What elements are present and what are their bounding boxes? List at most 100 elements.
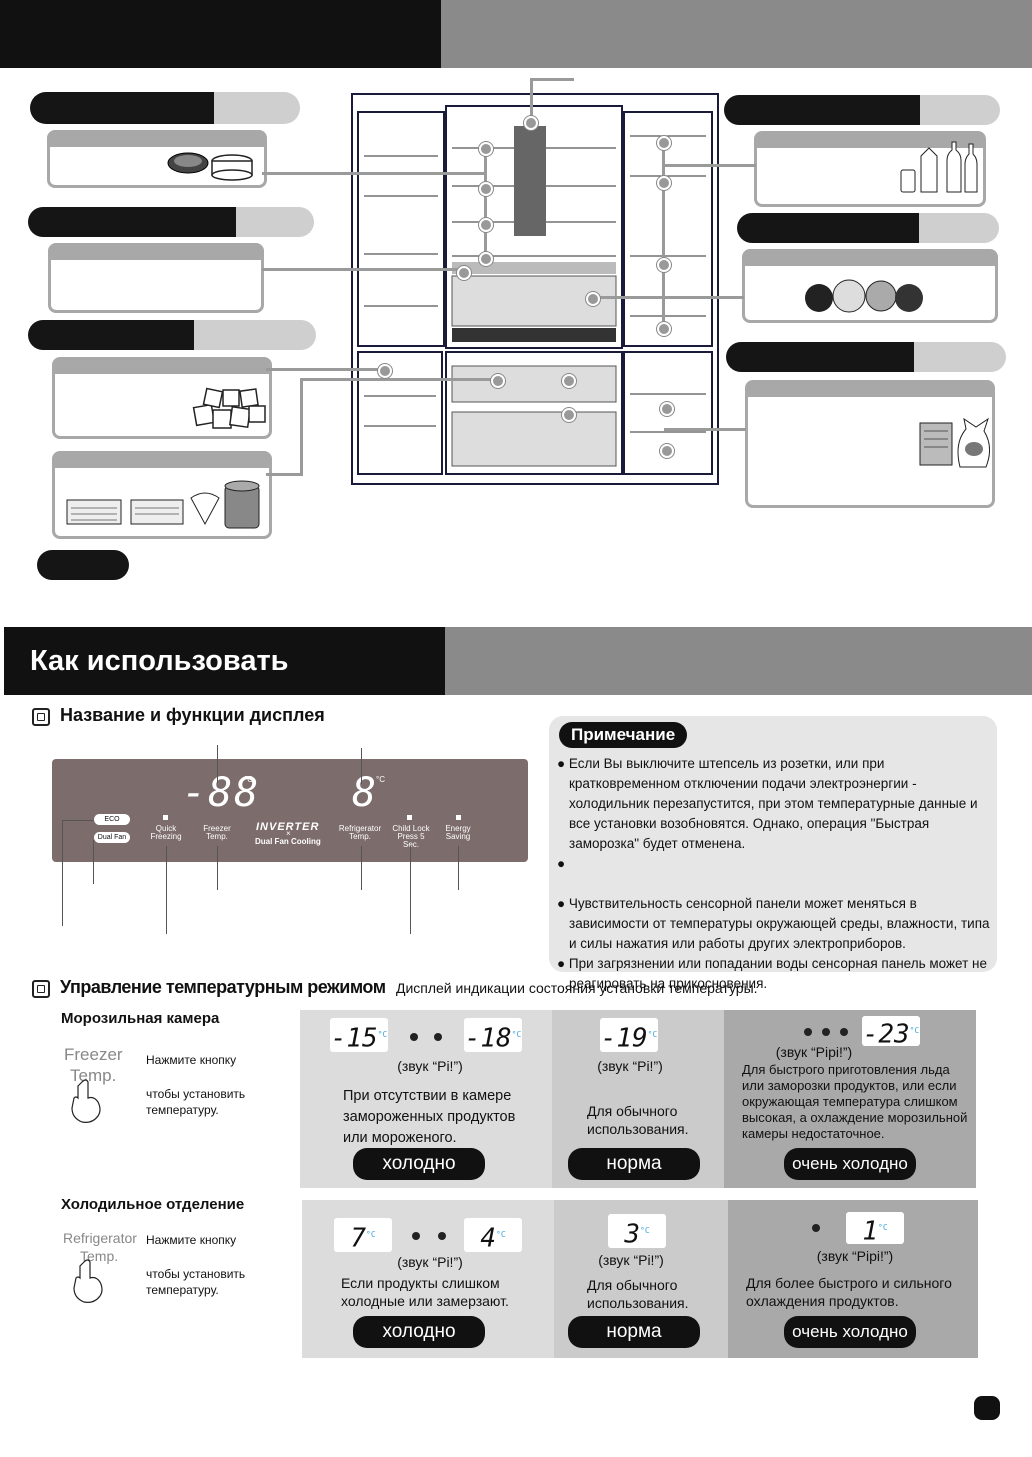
top-header-dark xyxy=(0,0,441,68)
marker-dot xyxy=(479,218,493,232)
marker-dot xyxy=(660,402,674,416)
callout-pill-3 xyxy=(28,320,316,350)
fridge-normal-sound: (звук “Pi!”) xyxy=(598,1252,664,1268)
fridge-title: Холодильное отделение xyxy=(61,1196,245,1213)
freezer-cold-mode: холодно xyxy=(353,1148,485,1180)
freezer-very-cold-cell: -23°C (звук “Pipi!”) Для быстрого пригот… xyxy=(724,1010,976,1188)
bottles-icon xyxy=(900,141,978,193)
marker-dot xyxy=(524,116,538,130)
step-dot xyxy=(438,1232,446,1240)
connector-line xyxy=(262,268,462,271)
callout-box-4 xyxy=(52,451,272,539)
pointer-line xyxy=(62,820,63,926)
fridge-temp-key-label2: Temp. xyxy=(80,1248,119,1264)
freezer-temp-button[interactable]: Freezer Temp. xyxy=(203,824,231,841)
pointer-line xyxy=(361,846,362,890)
freezer-cold-cell: -15°C -18°C (звук “Pi!”) При отсутствии … xyxy=(300,1010,552,1188)
fridge-normal-mode: норма xyxy=(568,1316,700,1348)
pointer-line xyxy=(410,846,411,934)
marker-dot xyxy=(378,364,392,378)
callout-box-7 xyxy=(745,380,995,508)
fridge-normal-cell: 3°C (звук “Pi!”) Для обычного использова… xyxy=(554,1200,728,1358)
freezer-normal-cell: -19°C (звук “Pi!”) Для обычного использо… xyxy=(552,1010,724,1188)
freezer-set-text: чтобы установить температуру. xyxy=(146,1087,246,1117)
marker-dot xyxy=(657,322,671,336)
connector-line xyxy=(262,172,484,175)
step-dot xyxy=(804,1028,812,1036)
square-bullet-icon xyxy=(32,707,50,726)
marker-dot xyxy=(479,142,493,156)
marker-dot xyxy=(457,266,471,280)
fridge-cold-mode: холодно xyxy=(353,1316,485,1348)
connector-line xyxy=(664,164,756,167)
note-box: Примечание ● Если Вы выключите штепсель … xyxy=(549,716,997,991)
freezer-cold-sound: (звук “Pi!”) xyxy=(397,1058,463,1074)
fridge-cold-lcd-1: 7°C xyxy=(334,1218,392,1254)
freezer-digits: -88 xyxy=(182,770,261,816)
freezer-normal-lcd: -19°C xyxy=(600,1018,658,1054)
connector-line xyxy=(662,140,665,330)
connector-line xyxy=(590,296,744,299)
pointer-line xyxy=(62,820,94,821)
frozen-bags-icon xyxy=(919,417,990,468)
fridge-cold-desc: Если продукты слишком холодные или замер… xyxy=(341,1275,509,1309)
fridge-very-cold-desc: Для более быстрого и сильного охлаждения… xyxy=(746,1275,952,1309)
freezer-title: Морозильная камера xyxy=(61,1010,220,1027)
freezer-unit: °C xyxy=(244,775,253,784)
quick-freezing-led xyxy=(163,815,168,820)
fridge-normal-desc: Для обычного использования. xyxy=(587,1277,689,1311)
square-bullet-icon xyxy=(32,979,50,998)
pointer-line xyxy=(361,748,362,784)
pointer-line xyxy=(458,846,459,890)
freezer-press-text: Нажмите кнопку xyxy=(146,1053,237,1067)
dual-fan-button[interactable]: Dual Fan xyxy=(94,832,130,843)
connector-line xyxy=(530,78,533,122)
marker-dot xyxy=(491,374,505,388)
note-item: ● xyxy=(557,856,566,871)
freezer-cold-desc: При отсутствии в камере замороженных про… xyxy=(343,1088,516,1146)
freezer-normal-mode: норма xyxy=(568,1148,700,1180)
temp-heading: Управление температурным режимом Дисплей… xyxy=(32,977,758,998)
callout-pill-5 xyxy=(724,95,1000,125)
marker-dot xyxy=(660,444,674,458)
notice-pill xyxy=(37,550,129,580)
fridge-very-cold-sound: (звук “Pipi!”) xyxy=(816,1248,894,1264)
connector-line xyxy=(530,78,574,81)
freezer-normal-desc: Для обычного использования. xyxy=(587,1103,689,1137)
step-dot xyxy=(840,1028,848,1036)
marker-dot xyxy=(657,258,671,272)
callout-box-3 xyxy=(52,357,272,439)
finger-press-icon xyxy=(71,1079,101,1123)
fridge-very-cold-mode: очень холодно xyxy=(784,1316,916,1348)
inverter-logo: INVERTER xyxy=(256,821,320,833)
fridge-normal-lcd: 3°C xyxy=(608,1214,666,1250)
freezer-normal-sound: (звук “Pi!”) xyxy=(597,1058,663,1074)
freezer-very-cold-mode: очень холодно xyxy=(784,1148,916,1180)
fridge-very-cold-lcd: 1°C xyxy=(846,1212,904,1247)
cake-icon xyxy=(167,152,253,181)
child-lock-button[interactable]: Child Lock Press 5 Sec. xyxy=(392,824,430,849)
energy-saving-button[interactable]: Energy Saving xyxy=(445,824,471,841)
fridge-cold-sound: (звук “Pi!”) xyxy=(397,1254,463,1270)
refrigerator-diagram xyxy=(351,93,719,485)
fridge-very-cold-cell: 1°C (звук “Pipi!”) Для более быстрого и … xyxy=(728,1200,978,1358)
fridge-digit: 8 xyxy=(352,770,377,816)
marker-dot xyxy=(657,176,671,190)
pointer-line xyxy=(217,846,218,890)
connector-line xyxy=(300,378,500,381)
freezer-cold-lcd-2: -18°C xyxy=(464,1018,522,1054)
connector-line xyxy=(300,378,303,476)
energy-saving-led xyxy=(456,815,461,820)
refrigerator-temp-button[interactable]: Refrigerator Temp. xyxy=(338,824,382,841)
fridge-cold-cell: 7°C 4°C (звук “Pi!”) Если продукты слишк… xyxy=(302,1200,554,1358)
fridge-set-text: чтобы установить температуру. xyxy=(146,1267,246,1297)
step-dot xyxy=(412,1232,420,1240)
marker-dot xyxy=(562,408,576,422)
note-item: ● При загрязнении или попадании воды сен… xyxy=(557,956,987,991)
note-item: ● Если Вы выключите штепсель из розетки,… xyxy=(557,756,978,851)
pointer-line xyxy=(93,840,94,884)
callout-box-1 xyxy=(47,130,267,188)
eco-button[interactable]: ECO xyxy=(94,814,130,825)
marker-dot xyxy=(562,374,576,388)
quick-freezing-button[interactable]: Quick Freezing xyxy=(150,824,182,841)
